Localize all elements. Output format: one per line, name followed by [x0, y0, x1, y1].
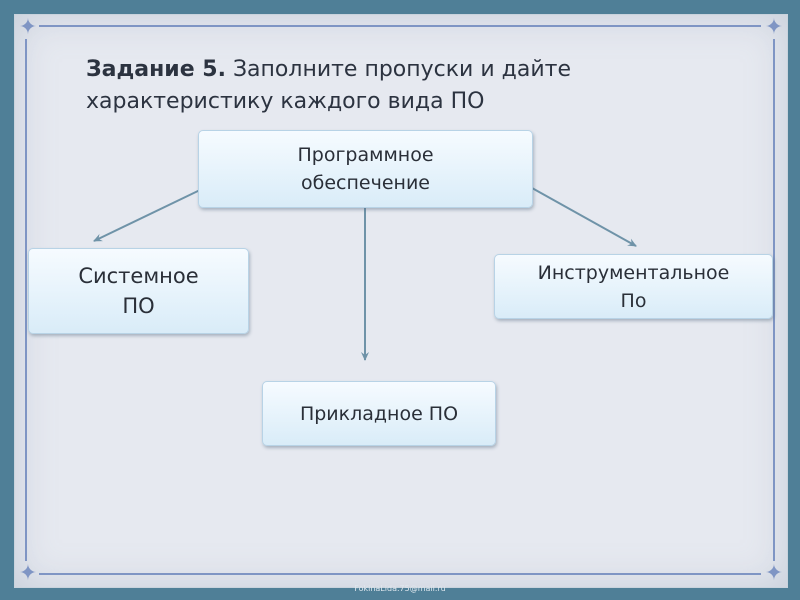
frame-top-line	[39, 25, 761, 27]
footer-email: FokinaLida.75@mail.ru	[354, 584, 446, 593]
arrow-to-system	[93, 189, 201, 242]
corner-ornament-icon: ✦	[764, 561, 784, 586]
frame-right-line	[773, 39, 775, 561]
task-number: Задание 5.	[86, 57, 226, 82]
corner-ornament-icon: ✦	[764, 15, 784, 40]
node-tools-software: Инструментальное По	[494, 254, 773, 319]
arrow-to-tools	[531, 187, 637, 247]
task-text: Заполните пропуски и дайте характеристик…	[86, 57, 571, 114]
corner-ornament-icon: ✦	[18, 15, 38, 40]
node-software-root: Программное обеспечение	[198, 130, 533, 208]
frame-left-line	[25, 39, 27, 561]
frame-bottom-line	[39, 573, 761, 575]
node-applied-software: Прикладное ПО	[262, 381, 496, 446]
corner-ornament-icon: ✦	[18, 561, 38, 586]
task-title: Задание 5. Заполните пропуски и дайте ха…	[86, 54, 726, 118]
node-system-software: Системное ПО	[28, 248, 249, 334]
